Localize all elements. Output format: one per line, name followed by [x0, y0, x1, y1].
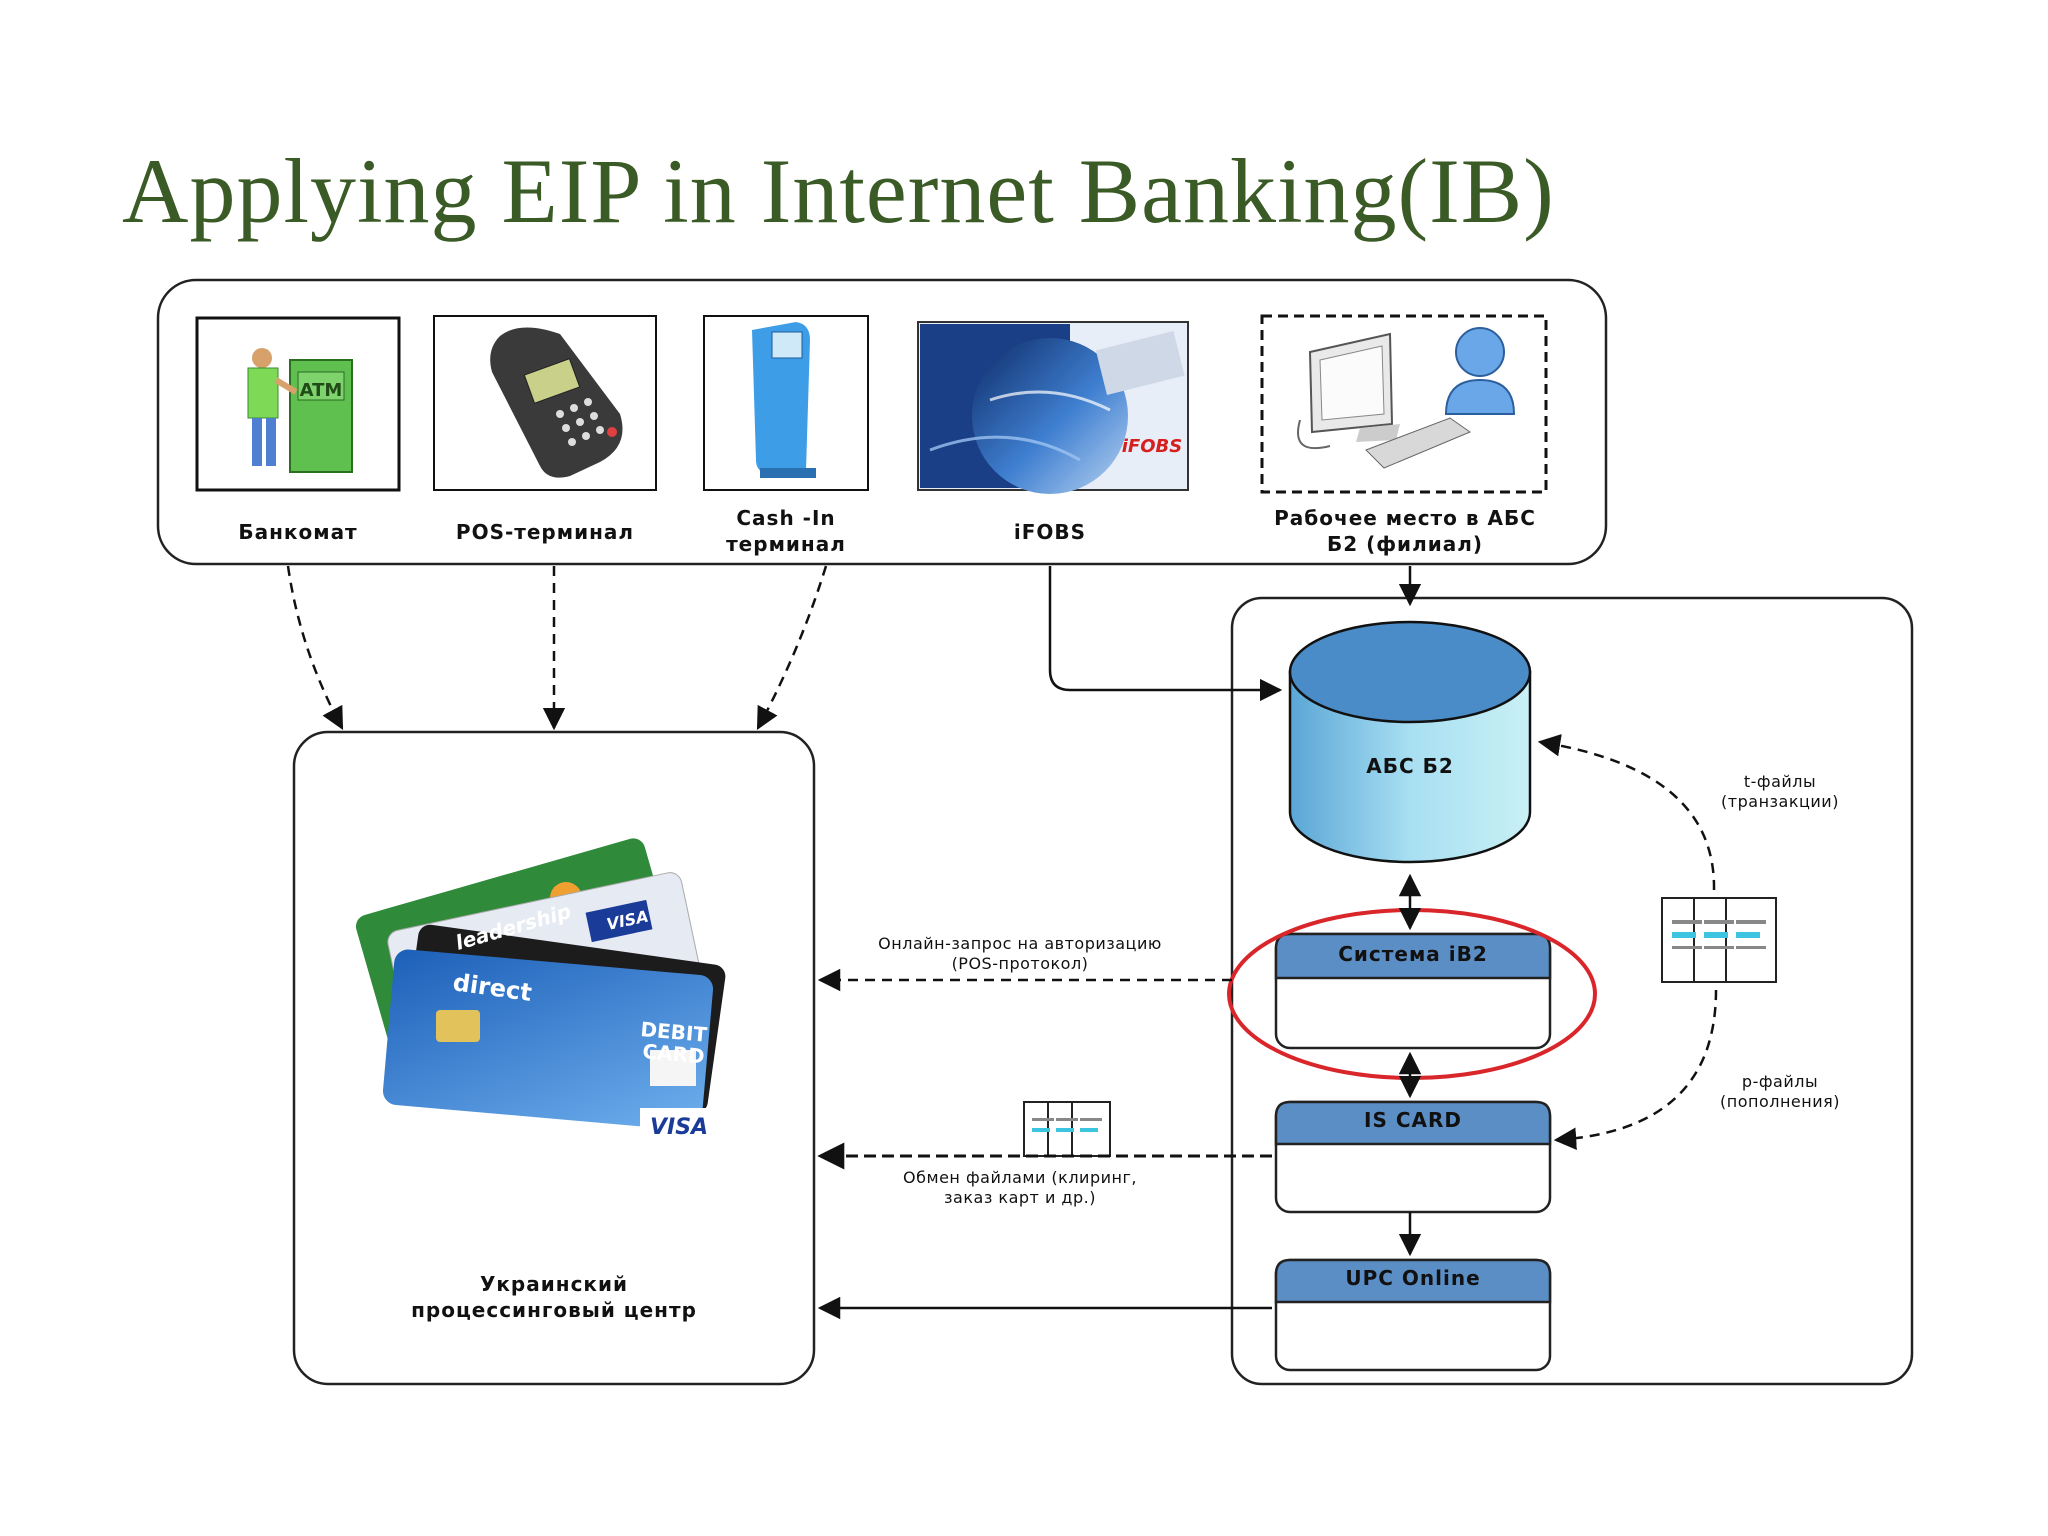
- atm-to-processing-arrow: [286, 565, 344, 730]
- processing-center-label-line1: Украинский: [479, 1272, 629, 1296]
- workplace-label-line1: Рабочее место в АБС: [1274, 506, 1536, 530]
- card-text-debit: DEBIT: [640, 1017, 709, 1047]
- cashin-label-line2: терминал: [726, 532, 846, 556]
- page-title: Applying EIP in Internet Banking(IB): [122, 140, 1555, 242]
- p-files-label-line1: p-файлы: [1741, 1072, 1819, 1091]
- upc-online-title: UPC Online: [1345, 1266, 1481, 1290]
- db-label: АБС Б2: [1366, 754, 1454, 778]
- bank-system-container: [1230, 596, 1914, 1386]
- ifobs-to-db-arrow: [1048, 566, 1283, 702]
- processing-center-container: [292, 730, 816, 1386]
- t-files-label-line2: (транзакции): [1721, 792, 1839, 811]
- devices-container: [156, 278, 1608, 566]
- file-exchange-document-icon: [1023, 1101, 1111, 1157]
- atm-image: [195, 316, 401, 492]
- cashin-to-processing-arrow: [756, 565, 828, 730]
- cashin-terminal-image: [703, 315, 869, 491]
- p-files-to-iscard-arrow: [1553, 989, 1718, 1150]
- upc-online-box: [1274, 1258, 1552, 1372]
- abs-b2-database: [1288, 620, 1532, 864]
- ib2-box: [1274, 932, 1552, 1050]
- pos-terminal-label: POS-терминал: [455, 520, 635, 544]
- ifobs-label: iFOBS: [1013, 520, 1087, 544]
- online-request-label-line2: (POS-протокол): [951, 954, 1089, 973]
- atm-sign: ATM: [300, 380, 343, 401]
- iscard-box: [1274, 1100, 1552, 1214]
- atm-label: Банкомат: [238, 520, 358, 544]
- workplace-label-line2: Б2 (филиал): [1326, 532, 1484, 556]
- card-text-visa-2: VISA: [650, 1115, 708, 1140]
- t-files-document-icon: [1661, 897, 1777, 983]
- bank-cards-image: [355, 838, 726, 1142]
- ib2-title: Система iB2: [1338, 942, 1488, 966]
- online-request-label-line1: Онлайн-запрос на авторизацию: [878, 934, 1162, 953]
- file-exchange-label-line1: Обмен файлами (клиринг,: [903, 1168, 1137, 1187]
- pos-terminal-image: [433, 315, 657, 491]
- ifobs-image: [917, 321, 1189, 494]
- t-files-label-line1: t-файлы: [1743, 772, 1817, 791]
- card-text-card: CARD: [642, 1039, 706, 1068]
- processing-center-label-line2: процессинговый центр: [411, 1298, 697, 1322]
- ifobs-logo: iFOBS: [1122, 436, 1182, 457]
- file-exchange-label-line2: заказ карт и др.): [944, 1188, 1096, 1207]
- t-files-to-db-arrow: [1537, 734, 1716, 891]
- p-files-label-line2: (пополнения): [1720, 1092, 1840, 1111]
- workplace-image: [1260, 314, 1548, 494]
- iscard-title: IS CARD: [1364, 1108, 1462, 1132]
- cashin-label-line1: Cash -In: [736, 506, 836, 530]
